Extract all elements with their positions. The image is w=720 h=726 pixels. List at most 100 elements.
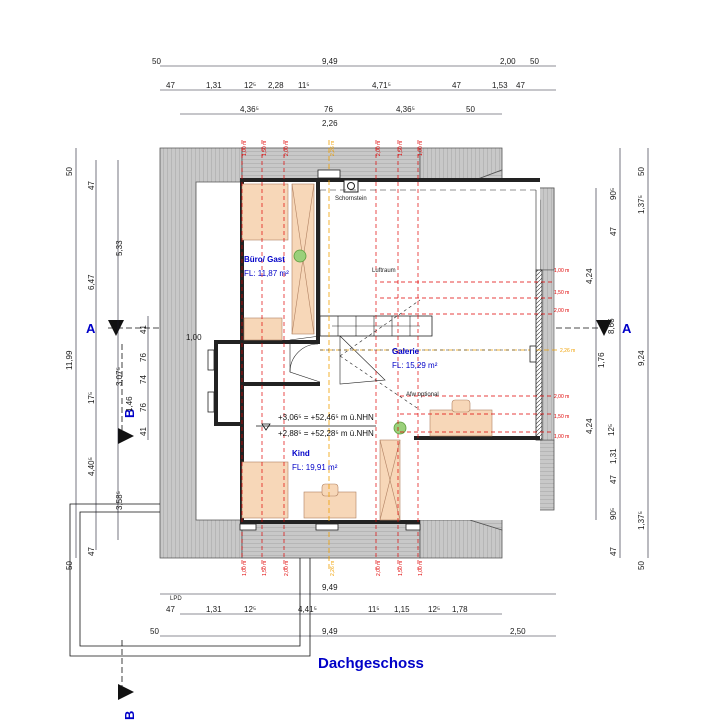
- dim-text: 1,37⁵: [637, 511, 646, 530]
- dim-text: 41: [139, 325, 148, 334]
- window-bottom-left: [239, 523, 257, 531]
- svg-text:2,00 m: 2,00 m: [376, 141, 382, 156]
- svg-text:1,50 m: 1,50 m: [398, 141, 404, 156]
- room-kind-area: FL: 19,91 m²: [292, 463, 338, 472]
- dim-text: 9,49: [322, 583, 338, 592]
- dim-text: 2,50: [510, 627, 526, 636]
- dim-text: 1,31: [609, 448, 618, 464]
- afw-label: Afw optional: [406, 392, 439, 398]
- section-a-left-label: A: [86, 321, 96, 336]
- door-swing: [289, 343, 319, 373]
- wall-bureau-bottom: [244, 340, 320, 344]
- dim-text: 4,24: [585, 418, 594, 434]
- svg-text:2,26 m: 2,26 m: [560, 348, 575, 354]
- room-galerie-name: Galerie: [392, 347, 420, 356]
- svg-text:1,50 m: 1,50 m: [554, 290, 569, 296]
- room-bureau-area: FL: 11,87 m²: [244, 269, 289, 278]
- height-marks-left: 1,00 m 1,50 m 2,00 m 2,00 m 1,50 m 1,00 …: [242, 141, 424, 576]
- dim-text: 1,53: [492, 81, 508, 90]
- svg-text:1,50 m: 1,50 m: [554, 414, 569, 420]
- section-a-left-arrow: [108, 320, 124, 336]
- level-marker-icon: [261, 423, 271, 431]
- height-lines: [241, 140, 552, 570]
- wall-bureau-right: [316, 182, 320, 342]
- dim-text: 90⁵: [609, 508, 618, 520]
- svg-text:1,50 m: 1,50 m: [398, 561, 404, 576]
- dim-text: 76: [139, 353, 148, 362]
- svg-text:1,50 m: 1,50 m: [262, 561, 268, 576]
- drawing-title: Dachgeschoss: [318, 655, 424, 672]
- dim-text: 11,99: [65, 350, 74, 370]
- lpd-label: LPD: [170, 596, 182, 602]
- dim-text: 17⁵: [87, 392, 96, 404]
- dim-text: 74: [139, 375, 148, 384]
- dims-right: 50 1,37⁵ 9,24 1,37⁵ 50 90⁵ 47 4,24 1,76 …: [585, 167, 646, 570]
- dim-text: 50: [530, 57, 539, 66]
- dim-text: 9,49: [322, 57, 338, 66]
- dim-text: 1,15: [394, 605, 410, 614]
- section-b-bottom-arrow: [118, 684, 134, 700]
- dim-text: 50: [65, 561, 74, 570]
- galerie-lines: [320, 299, 536, 411]
- section-b: B B: [118, 344, 137, 720]
- section-b-top-label: B: [122, 409, 137, 418]
- room-kind-name: Kind: [292, 449, 310, 458]
- dim-text: 2,26: [322, 119, 338, 128]
- roof-left: [159, 147, 243, 559]
- luftraum-label: Luftraum: [372, 268, 396, 274]
- dim-text: 4,71⁵: [372, 81, 391, 90]
- svg-text:2,00 m: 2,00 m: [284, 141, 290, 156]
- dimension-lines: [75, 65, 649, 637]
- dim-text: 12⁵: [607, 424, 616, 436]
- desk-bureau: [243, 317, 283, 341]
- level-annotation-1: +3,06⁵ = +52,46⁵ m ü.NHN: [278, 413, 374, 422]
- dim-text: 3,58⁵: [115, 491, 124, 510]
- svg-text:2,26 m: 2,26 m: [330, 561, 336, 576]
- dim-text: 1,76: [597, 352, 606, 368]
- svg-text:2,00 m: 2,00 m: [554, 394, 569, 400]
- dim-text: 5,33: [115, 240, 124, 256]
- wall-left-bay: [214, 340, 242, 344]
- dim-text: 47: [87, 547, 96, 556]
- dim-text: 41: [139, 427, 148, 436]
- dim-text: 47: [166, 605, 175, 614]
- dim-text: 8,66: [607, 318, 616, 334]
- dim-text: 47: [452, 81, 461, 90]
- dim-text: 47: [609, 475, 618, 484]
- bed-bureau: [241, 183, 289, 241]
- svg-text:1,00 m: 1,00 m: [418, 561, 424, 576]
- window-top: [317, 169, 341, 179]
- window-bottom-mid: [315, 523, 339, 531]
- dims-bottom: 9,49 47 1,31 12⁵ 4,41⁵ 11⁵ 1,15 12⁵ 1,78…: [150, 583, 526, 636]
- dim-text: 1,37⁵: [637, 195, 646, 214]
- dim-text: 1,78: [452, 605, 468, 614]
- section-a-right-arrow: [596, 320, 612, 336]
- svg-text:1,00 m: 1,00 m: [242, 141, 248, 156]
- dim-text: 1,00: [186, 333, 202, 342]
- section-a-right-label: A: [622, 321, 632, 336]
- dim-text: 4,36⁵: [396, 105, 415, 114]
- section-b-top-arrow: [118, 428, 134, 444]
- dim-text: 47: [516, 81, 525, 90]
- dim-text: 50: [637, 167, 646, 176]
- level-annotation-2: +2,88⁵ = +52,28⁵ m ü.NHN: [278, 429, 374, 438]
- window-left-2: [207, 391, 215, 413]
- chimney-label: Schornstein: [335, 196, 367, 202]
- svg-text:1,00 m: 1,00 m: [554, 268, 569, 274]
- dim-text: 12⁵: [244, 81, 256, 90]
- room-galerie-area: FL: 15,29 m²: [392, 361, 438, 370]
- dim-text: 2,00: [500, 57, 516, 66]
- window-left-1: [207, 349, 215, 371]
- dim-text: 90⁵: [609, 188, 618, 200]
- dim-text: 4,41⁵: [298, 605, 317, 614]
- section-b-bottom-label: B: [122, 711, 137, 720]
- dim-text: 76: [139, 403, 148, 412]
- dim-text: 3,07⁵: [115, 367, 124, 386]
- dim-text: 12⁵: [244, 605, 256, 614]
- dim-text: 9,24: [637, 350, 646, 366]
- dim-text: 47: [609, 547, 618, 556]
- dim-text: 76: [324, 105, 333, 114]
- dim-text: 1,31: [206, 605, 222, 614]
- dim-text: 4,40⁵: [87, 457, 96, 476]
